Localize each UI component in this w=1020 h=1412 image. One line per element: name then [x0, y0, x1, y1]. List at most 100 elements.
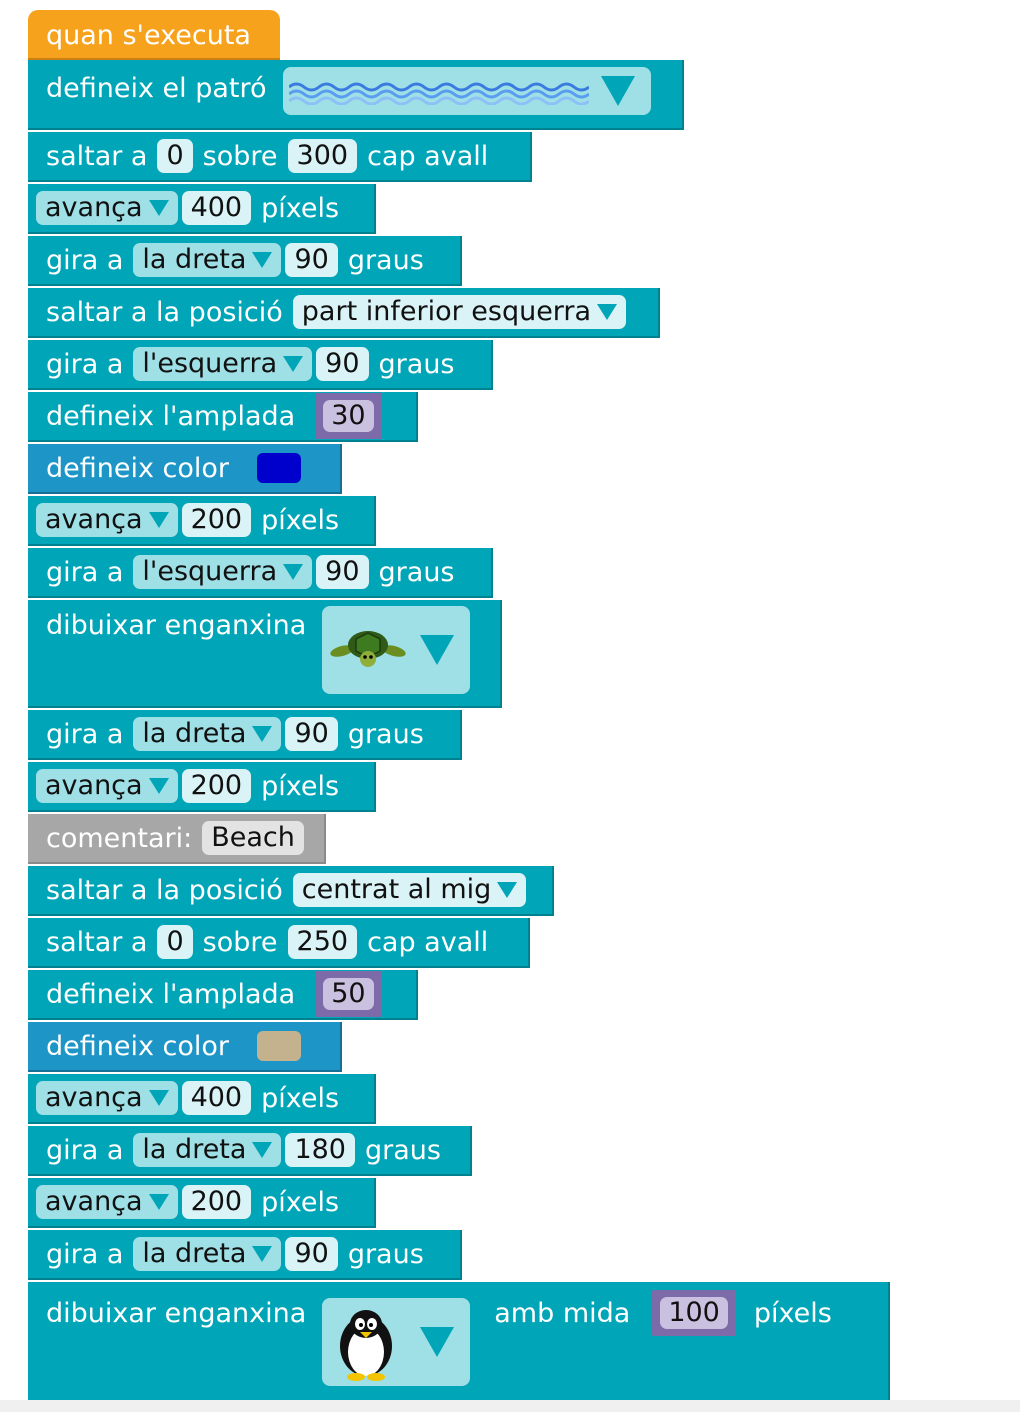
jump-label: saltar a — [46, 140, 148, 172]
turn-block[interactable]: gira a l'esquerra 90 graus — [28, 548, 493, 598]
degrees-unit-label: graus — [347, 1238, 424, 1270]
turn-label: gira a — [46, 244, 124, 276]
color-block[interactable] — [249, 445, 310, 491]
x-input[interactable]: 0 — [157, 139, 193, 173]
jump-over-label: sobre — [202, 140, 278, 172]
draw-sticker-block[interactable]: dibuixar enganxina — [28, 600, 502, 708]
degrees-input[interactable]: 90 — [316, 555, 369, 589]
turn-direction-value: la dreta — [142, 244, 247, 275]
set-color-block[interactable]: defineix color — [28, 1022, 342, 1072]
degrees-input[interactable]: 90 — [316, 347, 369, 381]
turn-direction-dropdown[interactable]: l'esquerra — [133, 555, 313, 589]
turn-label: gira a — [46, 348, 124, 380]
move-block[interactable]: avança 400 píxels — [28, 184, 376, 234]
turn-direction-dropdown[interactable]: la dreta — [133, 243, 282, 277]
chevron-down-icon — [148, 1194, 169, 1210]
chevron-down-icon — [148, 778, 169, 794]
move-direction-value: avança — [45, 504, 143, 535]
sticker-dropdown[interactable] — [322, 1298, 471, 1386]
degrees-input[interactable]: 180 — [285, 1133, 355, 1167]
chevron-down-icon — [420, 635, 455, 665]
chevron-down-icon — [283, 564, 304, 580]
y-input[interactable]: 250 — [287, 925, 358, 959]
turn-block[interactable]: gira a la dreta 90 graus — [28, 236, 462, 286]
position-dropdown[interactable]: part inferior esquerra — [292, 295, 627, 329]
move-block[interactable]: avança 200 píxels — [28, 762, 376, 812]
degrees-input[interactable]: 90 — [285, 1237, 338, 1271]
turn-direction-dropdown[interactable]: la dreta — [133, 1237, 282, 1271]
y-input[interactable]: 300 — [287, 139, 358, 173]
chevron-down-icon — [252, 1246, 273, 1262]
width-value[interactable]: 50 — [323, 978, 374, 1010]
chevron-down-icon — [148, 1090, 169, 1106]
move-block[interactable]: avança 200 píxels — [28, 1178, 376, 1228]
horizontal-scrollbar[interactable] — [0, 1400, 1020, 1412]
comment-text-input[interactable]: Beach — [202, 821, 304, 855]
turn-block[interactable]: gira a l'esquerra 90 graus — [28, 340, 493, 390]
define-pattern-block[interactable]: defineix el patró — [28, 60, 684, 130]
turn-direction-value: l'esquerra — [142, 348, 278, 379]
distance-input[interactable]: 400 — [181, 191, 252, 225]
degrees-unit-label: graus — [378, 348, 455, 380]
x-input[interactable]: 0 — [157, 925, 193, 959]
move-block[interactable]: avança 400 píxels — [28, 1074, 376, 1124]
turn-label: gira a — [46, 556, 124, 588]
position-value: part inferior esquerra — [301, 296, 592, 327]
size-value[interactable]: 100 — [660, 1297, 728, 1329]
comment-block[interactable]: comentari: Beach — [28, 814, 326, 864]
turn-direction-dropdown[interactable]: la dreta — [133, 717, 282, 751]
color-block[interactable] — [249, 1023, 310, 1069]
degrees-unit-label: graus — [378, 556, 455, 588]
pattern-dropdown[interactable] — [282, 67, 651, 115]
turn-direction-dropdown[interactable]: l'esquerra — [133, 347, 313, 381]
turn-direction-dropdown[interactable]: la dreta — [133, 1133, 282, 1167]
draw-sticker-block[interactable]: dibuixar enganxina amb mida 100 píxels — [28, 1282, 890, 1402]
distance-input[interactable]: 200 — [181, 769, 252, 803]
size-unit-label: píxels — [753, 1298, 832, 1329]
jump-to-position-block[interactable]: saltar a la posició centrat al mig — [28, 866, 554, 916]
unit-label: píxels — [261, 1082, 340, 1114]
pattern-label: defineix el patró — [46, 72, 267, 104]
color-swatch[interactable] — [257, 453, 302, 483]
distance-input[interactable]: 200 — [181, 1185, 252, 1219]
distance-input[interactable]: 400 — [181, 1081, 252, 1115]
turn-block[interactable]: gira a la dreta 180 graus — [28, 1126, 472, 1176]
degrees-unit-label: graus — [365, 1134, 441, 1166]
turn-block[interactable]: gira a la dreta 90 graus — [28, 1230, 462, 1280]
chevron-down-icon — [148, 200, 169, 216]
move-direction-dropdown[interactable]: avança — [36, 769, 178, 803]
hat-label: quan s'executa — [46, 19, 251, 51]
jump-to-block[interactable]: saltar a 0 sobre 250 cap avall — [28, 918, 530, 968]
when-run-block[interactable]: quan s'executa — [28, 10, 280, 60]
degrees-input[interactable]: 90 — [285, 243, 338, 277]
unit-label: píxels — [261, 192, 340, 224]
unit-label: píxels — [261, 1186, 340, 1218]
turn-block[interactable]: gira a la dreta 90 graus — [28, 710, 462, 760]
number-block[interactable]: 50 — [315, 971, 382, 1017]
move-block[interactable]: avança 200 píxels — [28, 496, 376, 546]
number-block[interactable]: 100 — [652, 1290, 736, 1336]
set-color-label: defineix color — [46, 452, 230, 484]
width-value[interactable]: 30 — [323, 400, 374, 432]
position-value: centrat al mig — [301, 874, 492, 905]
move-direction-dropdown[interactable]: avança — [36, 1185, 178, 1219]
color-swatch[interactable] — [257, 1031, 302, 1061]
move-direction-dropdown[interactable]: avança — [36, 191, 178, 225]
number-block[interactable]: 30 — [315, 393, 382, 439]
degrees-input[interactable]: 90 — [285, 717, 338, 751]
set-width-block[interactable]: defineix l'amplada 30 — [28, 392, 418, 442]
sticker-dropdown[interactable] — [322, 606, 471, 694]
jump-to-position-block[interactable]: saltar a la posició part inferior esquer… — [28, 288, 660, 338]
distance-input[interactable]: 200 — [181, 503, 252, 537]
set-color-label: defineix color — [46, 1030, 230, 1062]
set-width-block[interactable]: defineix l'amplada 50 — [28, 970, 418, 1020]
degrees-unit-label: graus — [347, 718, 424, 750]
move-direction-dropdown[interactable]: avança — [36, 1081, 178, 1115]
chevron-down-icon — [252, 726, 273, 742]
position-dropdown[interactable]: centrat al mig — [292, 873, 527, 907]
unit-label: píxels — [261, 770, 340, 802]
with-size-label: amb mida — [494, 1298, 631, 1329]
jump-to-block[interactable]: saltar a 0 sobre 300 cap avall — [28, 132, 532, 182]
move-direction-dropdown[interactable]: avança — [36, 503, 178, 537]
set-color-block[interactable]: defineix color — [28, 444, 342, 494]
